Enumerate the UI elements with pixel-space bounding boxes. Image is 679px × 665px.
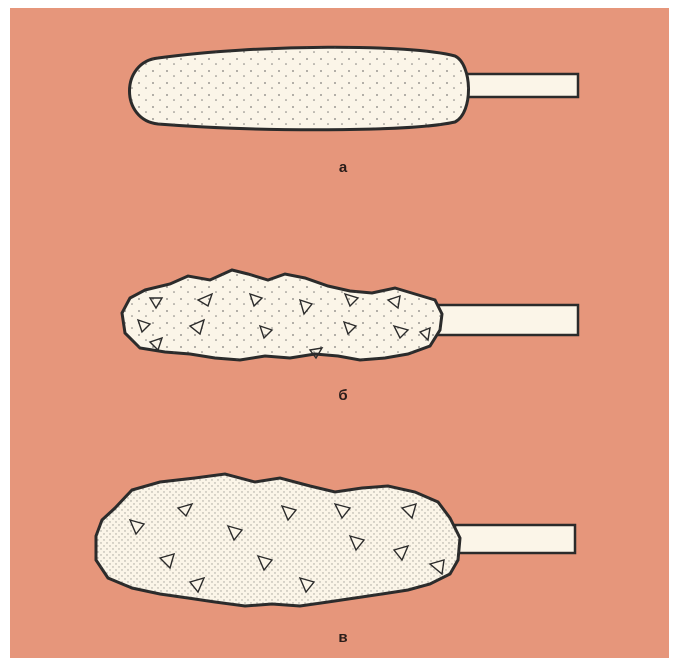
caption-b: б bbox=[323, 387, 363, 404]
caption-c: в bbox=[323, 629, 363, 646]
tool-b bbox=[122, 270, 578, 360]
figure-frame: а б в bbox=[10, 8, 669, 658]
shank-c bbox=[455, 525, 575, 553]
figure-drawing bbox=[10, 8, 669, 658]
tool-a bbox=[130, 47, 579, 130]
tool-c bbox=[96, 474, 575, 606]
shank-a bbox=[465, 74, 578, 97]
shank-b bbox=[435, 305, 578, 335]
caption-a: а bbox=[323, 159, 363, 176]
